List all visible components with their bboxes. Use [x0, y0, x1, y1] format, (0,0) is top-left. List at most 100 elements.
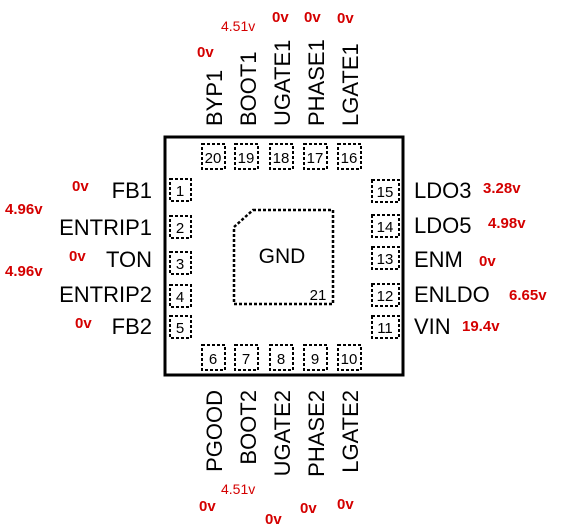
pin-5-voltage: 0v — [75, 315, 92, 332]
pin-16-name: LGATE1 — [338, 43, 363, 126]
pin-12-number: 12 — [377, 288, 394, 305]
pin-4-name: ENTRIP2 — [59, 282, 152, 307]
pin-8-pad — [269, 344, 294, 371]
pin-16-voltage: 0v — [337, 10, 354, 27]
pin-7-number: 7 — [242, 351, 250, 368]
pin-6-pad — [201, 344, 226, 371]
pin-17-name: PHASE1 — [304, 39, 329, 126]
pin-8-voltage: 0v — [265, 511, 282, 528]
pin-17-number: 17 — [307, 150, 324, 167]
pin-20-voltage: 0v — [197, 44, 214, 61]
pin-16-pad — [337, 143, 362, 170]
pin-6-voltage: 0v — [199, 498, 216, 515]
right-pins: 11 VIN 19.4v 12 ENLDO 6.65v 13 ENM 0v 14… — [371, 178, 547, 339]
pin-17-voltage: 0v — [304, 9, 321, 26]
pin-4: 4 ENTRIP2 4.96v — [5, 263, 192, 308]
pin-20-pad — [201, 143, 226, 170]
pin-14-pad — [371, 214, 400, 238]
pin-13-name: ENM — [414, 247, 463, 272]
pin-3-number: 3 — [176, 256, 184, 273]
pin-15-name: LDO3 — [414, 178, 471, 203]
top-pins: 16 LGATE1 0v 17 PHASE1 0v 18 UGATE1 0v 1… — [197, 9, 363, 170]
pin-8-number: 8 — [277, 351, 285, 368]
pin-9-voltage: 0v — [300, 500, 317, 517]
pin-4-voltage: 4.96v — [5, 263, 43, 280]
pin-11-number: 11 — [377, 320, 393, 337]
pin-3-pad — [169, 251, 192, 275]
pin-20-name: BYP1 — [202, 70, 227, 126]
pin-13: 13 ENM 0v — [371, 246, 496, 272]
pin-1-pad — [169, 178, 192, 202]
pin-9-name: PHASE2 — [304, 390, 329, 477]
pin-20: 20 BYP1 0v — [197, 44, 227, 170]
pin-16-number: 16 — [341, 150, 358, 167]
pin-2-pad — [169, 215, 192, 239]
pin-19-pad — [234, 143, 259, 170]
pin-17-pad — [303, 143, 328, 170]
pin-8-name: UGATE2 — [270, 390, 295, 476]
pin-3-name: TON — [106, 247, 152, 272]
pin-18-number: 18 — [273, 150, 290, 167]
pin-4-number: 4 — [176, 289, 184, 306]
pin-7-voltage: 4.51v — [221, 481, 255, 497]
pin-19: 19 BOOT1 4.51v — [221, 18, 261, 170]
pin-7-pad — [234, 344, 259, 371]
pin-12-voltage: 6.65v — [509, 287, 547, 304]
pin-14: 14 LDO5 4.98v — [371, 213, 526, 238]
pin-15-pad — [371, 179, 400, 203]
pin-19-number: 19 — [238, 150, 255, 167]
pin-4-pad — [169, 284, 192, 308]
pin-9-pad — [303, 344, 328, 371]
pin-11-pad — [371, 315, 400, 339]
pin-6-name: PGOOD — [202, 390, 227, 472]
pin-7-name: BOOT2 — [236, 390, 261, 465]
pin-2: 2 ENTRIP1 4.96v — [5, 201, 192, 240]
pin-1-voltage: 0v — [72, 178, 89, 195]
pin-3: 3 TON 0v — [69, 247, 192, 275]
pin-13-pad — [371, 246, 400, 270]
pin-11: 11 VIN 19.4v — [371, 314, 500, 339]
pin-18: 18 UGATE1 0v — [269, 9, 295, 170]
pin-18-voltage: 0v — [272, 9, 289, 26]
pin-3-voltage: 0v — [69, 248, 86, 265]
pin-18-name: UGATE1 — [270, 40, 295, 126]
pin-10-name: LGATE2 — [338, 390, 363, 473]
pin-5: 5 FB2 0v — [75, 314, 192, 339]
pin-14-number: 14 — [377, 219, 394, 236]
pin-2-name: ENTRIP1 — [59, 215, 152, 240]
pin-9-number: 9 — [311, 351, 319, 368]
pin-10-number: 10 — [341, 351, 358, 368]
bottom-pins: 6 PGOOD 0v 7 BOOT2 4.51v 8 UGATE2 0v 9 P… — [199, 344, 363, 528]
package-outline — [163, 135, 405, 377]
pin-5-pad — [169, 315, 192, 339]
center-pad-label: GND — [259, 245, 306, 268]
left-pins: 1 FB1 0v 2 ENTRIP1 4.96v 3 TON 0v 4 ENTR… — [5, 178, 192, 339]
pin-9: 9 PHASE2 0v — [300, 344, 329, 517]
pin-6-number: 6 — [209, 351, 217, 368]
pin-18-pad — [269, 143, 294, 170]
pin-1: 1 FB1 0v — [72, 178, 192, 203]
pin-6: 6 PGOOD 0v — [199, 344, 227, 515]
pin-10: 10 LGATE2 0v — [337, 344, 363, 513]
pin-12-name: ENLDO — [414, 282, 490, 307]
pin-15-voltage: 3.28v — [483, 180, 521, 197]
pin-19-voltage: 4.51v — [221, 18, 255, 34]
pin-2-voltage: 4.96v — [5, 201, 43, 218]
pin-7: 7 BOOT2 4.51v — [221, 344, 261, 497]
pin-11-voltage: 19.4v — [462, 318, 500, 335]
pin-10-voltage: 0v — [337, 496, 354, 513]
pin-13-number: 13 — [377, 251, 394, 268]
pin-15-number: 15 — [377, 184, 394, 201]
pin-1-number: 1 — [176, 183, 184, 200]
pin-10-pad — [337, 344, 362, 371]
pin-14-name: LDO5 — [414, 213, 471, 238]
pin-8: 8 UGATE2 0v — [265, 344, 295, 528]
center-pad-number: 21 — [310, 287, 327, 304]
pin-13-voltage: 0v — [479, 253, 496, 270]
pin-11-name: VIN — [414, 314, 451, 339]
pin-2-number: 2 — [176, 220, 184, 237]
pin-12: 12 ENLDO 6.65v — [371, 282, 547, 307]
pin-5-name: FB2 — [112, 314, 152, 339]
pin-12-pad — [371, 283, 400, 307]
